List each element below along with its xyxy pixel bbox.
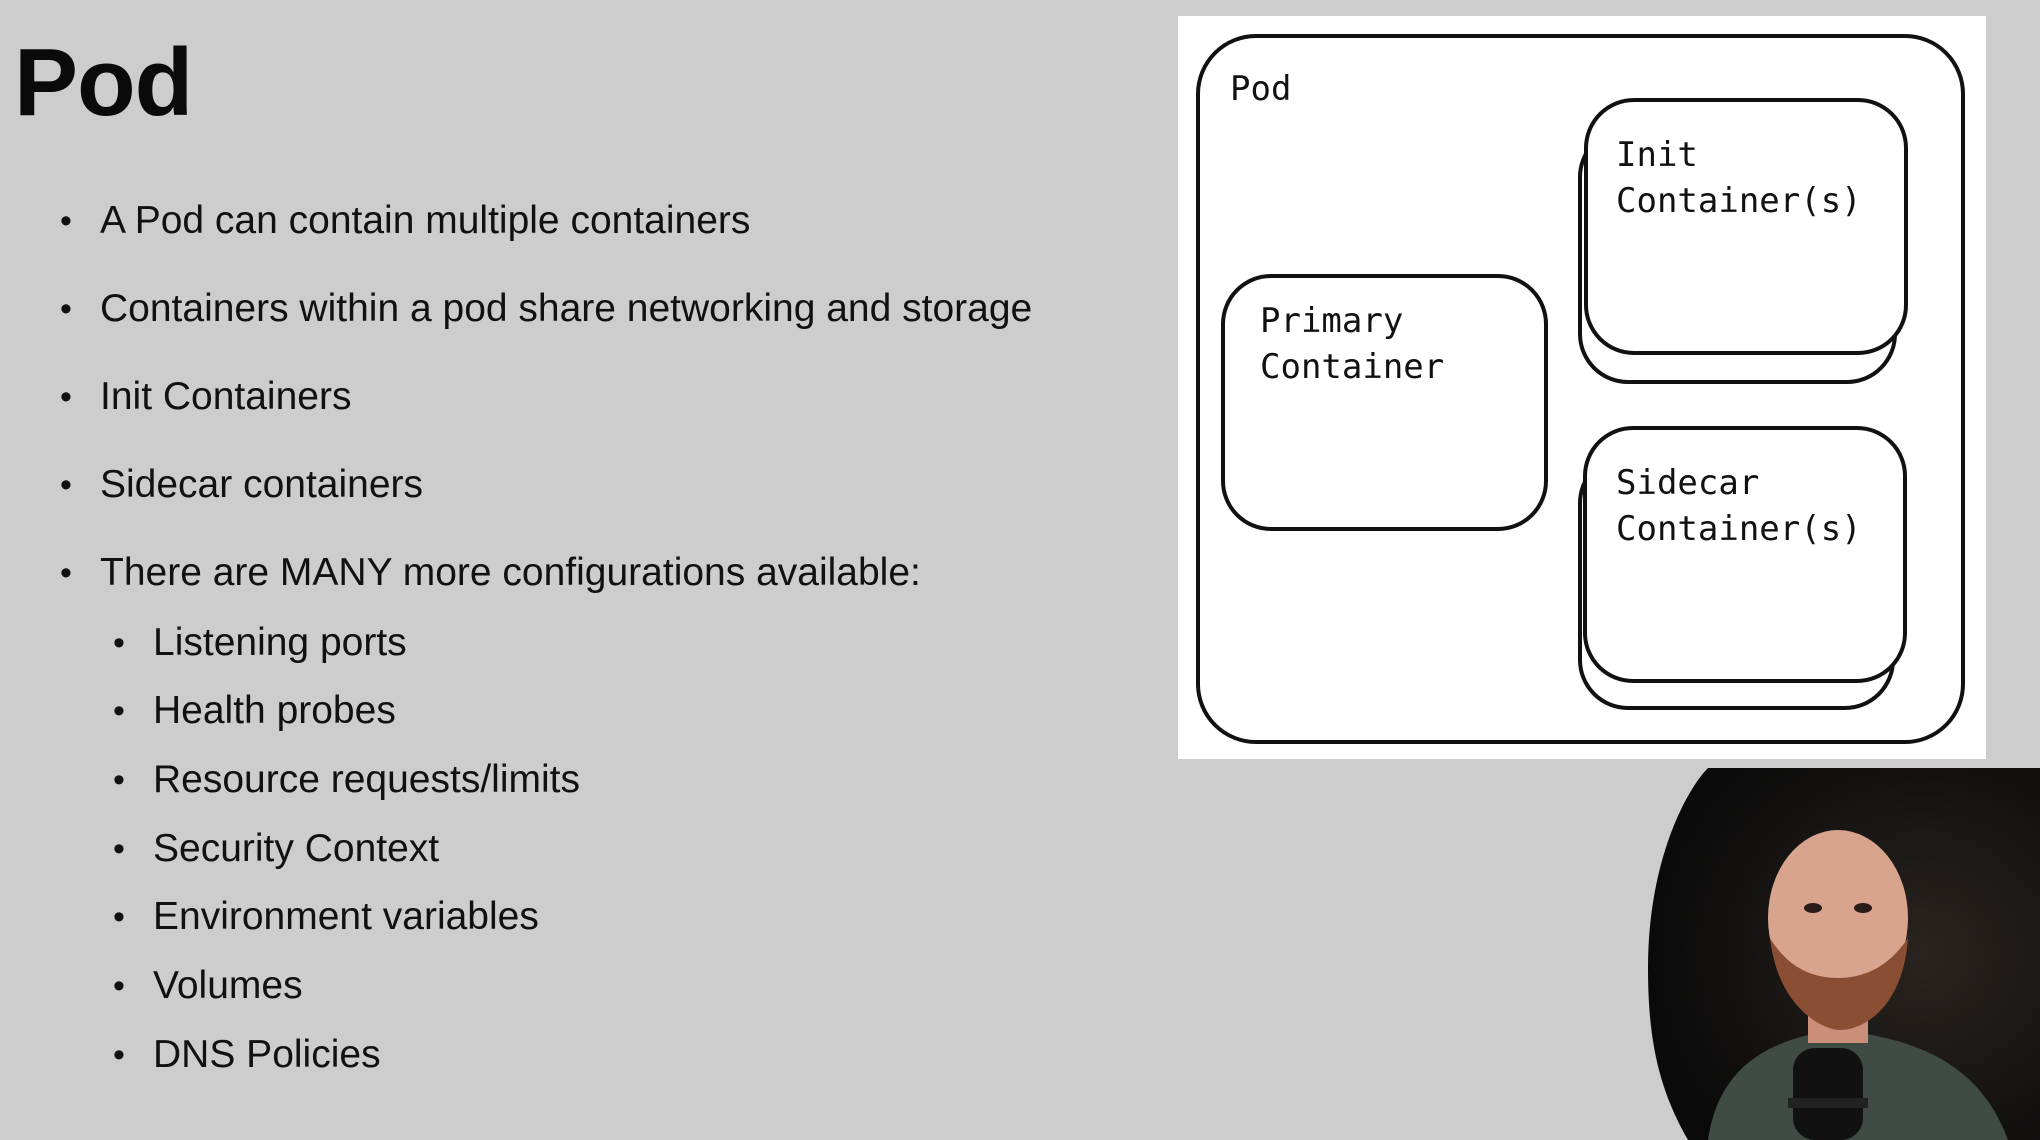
sidecar-container-outline — [1583, 426, 1907, 683]
bullet-text: There are MANY more configurations avail… — [100, 551, 921, 594]
bullet-item: • Containers within a pod share networki… — [60, 286, 1033, 332]
sub-bullet-item: • Resource requests/limits — [113, 757, 580, 803]
sub-bullet-item: • Listening ports — [113, 620, 407, 666]
primary-container-outline — [1221, 274, 1548, 531]
bullet-dot: • — [113, 967, 125, 1005]
bullet-text: Containers within a pod share networking… — [100, 287, 1033, 330]
sidecar-label-line1: Sidecar — [1616, 463, 1760, 503]
bullet-dot: • — [113, 1036, 125, 1074]
sub-bullet-item: • DNS Policies — [113, 1032, 381, 1078]
sub-bullet-item: • Security Context — [113, 826, 440, 872]
pod-diagram-drawing — [1196, 34, 1965, 744]
sub-bullet-text: Resource requests/limits — [153, 758, 580, 801]
primary-label-line1: Primary — [1260, 301, 1404, 341]
sub-bullet-text: Listening ports — [153, 621, 407, 664]
sub-bullet-item: • Volumes — [113, 963, 303, 1009]
bullet-dot: • — [113, 692, 125, 730]
bullet-item: • Init Containers — [60, 374, 352, 420]
presenter-webcam-icon — [1648, 768, 2040, 1140]
sub-bullet-text: Health probes — [153, 689, 396, 732]
sub-bullet-text: Volumes — [153, 964, 303, 1007]
bullet-item: • A Pod can contain multiple containers — [60, 198, 751, 244]
init-container-outline — [1584, 98, 1908, 355]
bullet-dot: • — [60, 202, 72, 240]
sub-bullet-text: Security Context — [153, 827, 440, 870]
slide-title: Pod — [14, 29, 193, 136]
sidecar-label-line2: Container(s) — [1616, 509, 1862, 549]
pod-outline — [1196, 34, 1965, 744]
presenter-webcam — [1648, 768, 2040, 1140]
bullet-item: • There are MANY more configurations ava… — [60, 550, 921, 596]
bullet-dot: • — [60, 378, 72, 416]
bullet-dot: • — [60, 554, 72, 592]
bullet-dot: • — [113, 830, 125, 868]
pod-label: Pod — [1230, 69, 1292, 109]
bullet-dot: • — [60, 466, 72, 504]
bullet-dot: • — [60, 290, 72, 328]
bullet-item: • Sidecar containers — [60, 462, 424, 508]
primary-label-line2: Container — [1260, 347, 1445, 387]
pod-diagram: Pod Primary Container Init Container(s) … — [1178, 16, 1986, 759]
bullet-text: A Pod can contain multiple containers — [100, 199, 751, 242]
init-label-line2: Container(s) — [1616, 181, 1862, 221]
sub-bullet-item: • Health probes — [113, 688, 396, 734]
bullet-dot: • — [113, 898, 125, 936]
bullet-text: Init Containers — [100, 375, 352, 418]
bullet-text: Sidecar containers — [100, 463, 424, 506]
init-label-line1: Init — [1616, 135, 1698, 175]
bullet-dot: • — [113, 761, 125, 799]
sub-bullet-text: DNS Policies — [153, 1033, 381, 1076]
sub-bullet-item: • Environment variables — [113, 894, 539, 940]
bullet-dot: • — [113, 624, 125, 662]
sub-bullet-text: Environment variables — [153, 895, 539, 938]
